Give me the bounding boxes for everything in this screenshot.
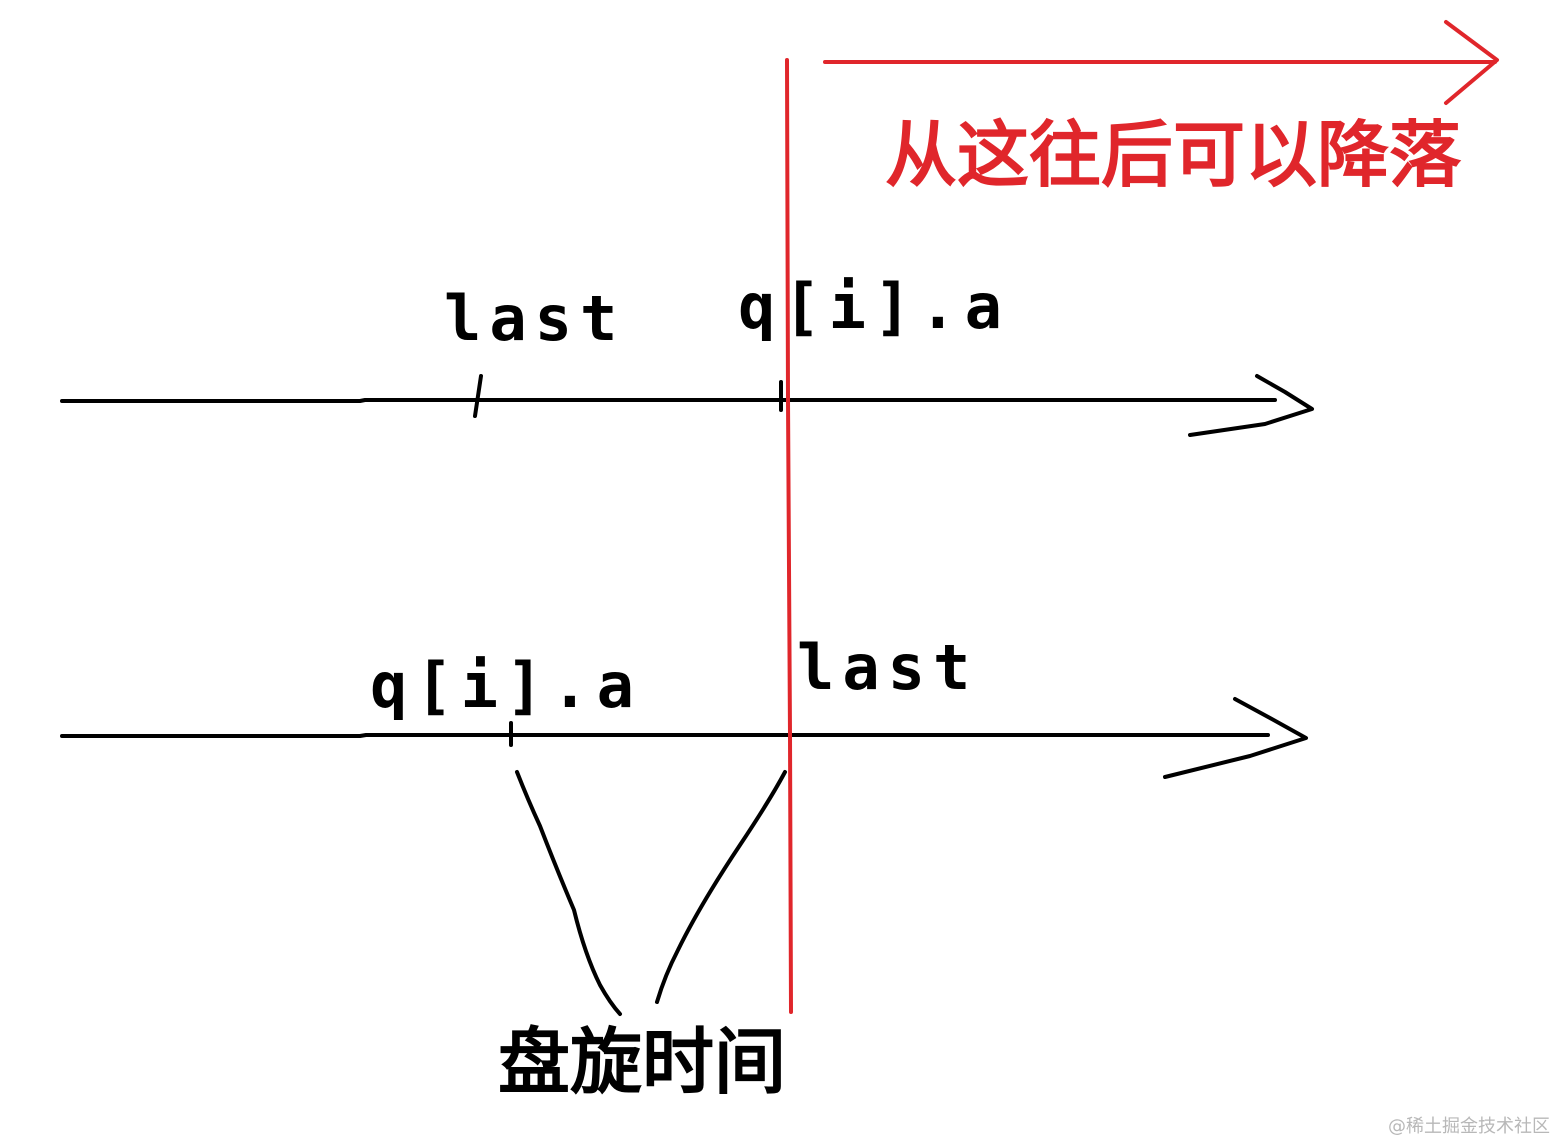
hover-time-label: 盘旋时间 [498,1020,786,1104]
timeline-1-axis [60,398,1277,403]
watermark: @稀土掘金技术社区 [1388,1116,1550,1137]
timeline-1-last-label: last [444,282,625,355]
landing-marker: 从这往后可以降落 [785,20,1499,1014]
timeline-1: last q[i].a [60,270,1314,437]
bracket-right-stroke [655,770,787,1004]
timeline-2: q[i].a last [60,631,1308,779]
red-vertical-line [785,58,793,1014]
timeline-2-axis [60,733,1270,738]
hover-time-bracket [515,770,787,1016]
bracket-left-stroke [515,770,622,1016]
timeline-1-qia-label: q[i].a [738,270,1010,343]
red-arrowhead-icon [1444,20,1499,105]
timeline-1-arrowhead-icon [1188,374,1314,437]
timeline-2-qia-label: q[i].a [370,649,642,722]
landing-note: 从这往后可以降落 [885,113,1462,197]
timeline-2-arrowhead-icon [1163,697,1308,779]
timeline-1-last-tick [473,374,483,418]
timeline-2-last-label: last [797,631,978,704]
